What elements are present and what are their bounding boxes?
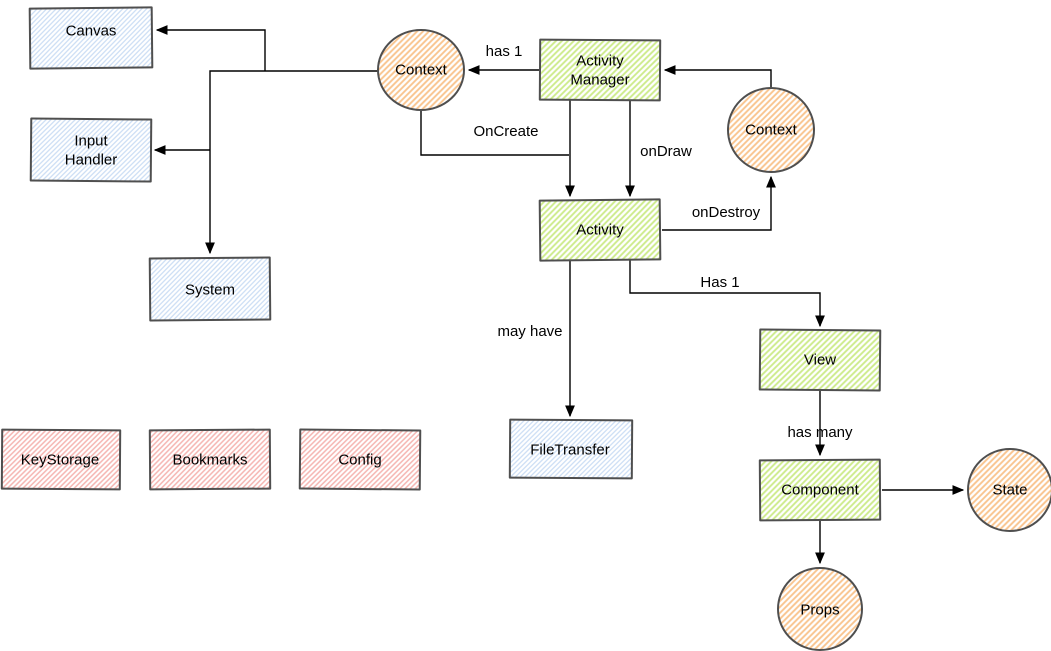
node-activity-manager-label-line1: Activity (576, 53, 624, 70)
edge-context-canvas (155, 25, 266, 71)
node-state-shape (967, 448, 1051, 532)
node-filetransfer-label: FileTransfer (530, 442, 609, 459)
edge-label-has-many: has many (787, 424, 853, 441)
node-filetransfer: FileTransfer (508, 418, 634, 480)
node-component: Component (758, 458, 882, 522)
node-activity: Activity (538, 198, 662, 262)
edge-label-ondestroy: onDestroy (692, 204, 761, 221)
node-config: Config (298, 428, 422, 491)
node-context-left-label: Context (395, 62, 448, 79)
node-activity-manager-shape (538, 38, 662, 102)
node-context-right: Context (727, 87, 815, 173)
node-component-label: Component (781, 482, 859, 499)
edges (153, 25, 965, 565)
node-view: View (758, 328, 882, 392)
edge-label-oncreate: OnCreate (473, 123, 538, 140)
node-input-handler-label-line2: Handler (65, 152, 118, 169)
node-input-handler-label-line1: Input (74, 133, 108, 150)
node-input-handler: Input Handler (29, 117, 153, 183)
edge-activity-view (629, 260, 825, 328)
node-keystorage-shape (0, 428, 122, 491)
node-bookmarks-label: Bookmarks (172, 452, 247, 469)
node-config-label: Config (338, 452, 381, 469)
node-system: System (148, 256, 272, 322)
node-context-right-label: Context (745, 122, 798, 139)
node-activity-manager: Activity Manager (538, 38, 662, 102)
edge-label-has-1-top: has 1 (486, 43, 523, 60)
node-context-left-shape (377, 29, 465, 111)
edge-context-oncreate (420, 110, 569, 156)
node-props-shape (777, 567, 863, 651)
node-config-shape (298, 428, 422, 491)
node-filetransfer-shape (508, 418, 634, 480)
node-context-left: Context (377, 29, 465, 111)
node-state-label: State (992, 482, 1027, 499)
edge-context-activity-manager (663, 65, 772, 88)
node-state: State (967, 448, 1051, 532)
node-props: Props (777, 567, 863, 651)
node-keystorage: KeyStorage (0, 428, 122, 491)
node-activity-manager-label-line2: Manager (570, 72, 629, 89)
node-bookmarks-shape (148, 428, 272, 491)
node-activity-shape (538, 198, 662, 262)
node-props-label: Props (800, 602, 839, 619)
node-component-shape (758, 458, 882, 522)
node-bookmarks: Bookmarks (148, 428, 272, 491)
edge-labels: has 1 OnCreate onDraw onDestroy may have… (473, 43, 853, 441)
node-input-handler-shape (29, 117, 153, 183)
node-canvas: Canvas (28, 6, 154, 70)
edge-context-system (205, 70, 378, 255)
node-keystorage-label: KeyStorage (21, 452, 99, 469)
edge-label-ondraw: onDraw (640, 143, 692, 160)
nodes: Canvas Input Handler System KeyStorage B… (0, 6, 1051, 651)
node-context-right-shape (727, 87, 815, 173)
edge-label-may-have: may have (497, 323, 562, 340)
node-activity-label: Activity (576, 222, 624, 239)
node-system-shape (148, 256, 272, 322)
node-view-label: View (804, 352, 836, 369)
edge-activity-context-ondestroy (662, 175, 776, 231)
node-view-shape (758, 328, 882, 392)
edge-label-has-1-bottom: Has 1 (700, 274, 739, 291)
node-system-label: System (185, 282, 235, 299)
node-canvas-label: Canvas (66, 23, 117, 40)
node-canvas-shape (28, 6, 154, 70)
